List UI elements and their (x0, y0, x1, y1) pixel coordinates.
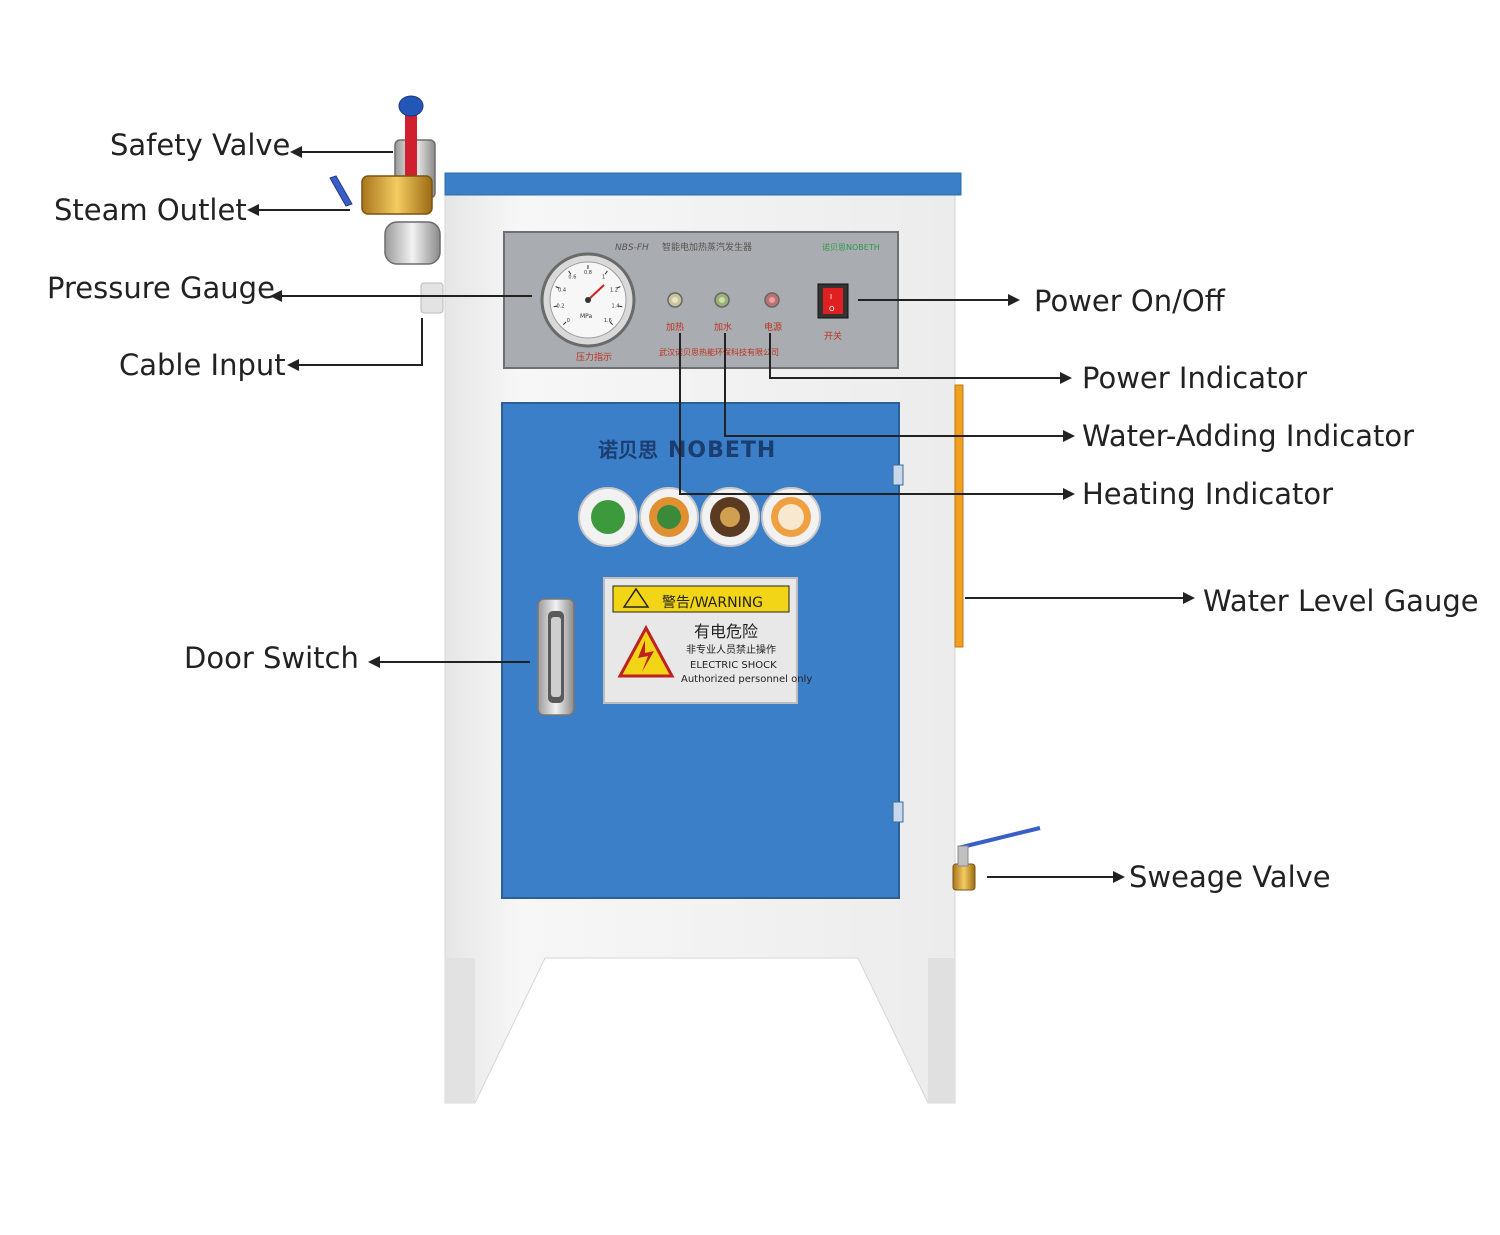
warning-line-en2: Authorized personnel only (681, 674, 812, 685)
warning-line-cn: 非专业人员禁止操作 (686, 643, 776, 656)
leader-lines (247, 146, 1195, 883)
gauge-number: 0.2 (557, 304, 565, 310)
arrow-power-indicator (769, 333, 1072, 384)
gauge-tick (618, 305, 623, 308)
gauge-number: 1 (602, 275, 605, 281)
gauge-tick (555, 286, 560, 289)
indicator-label-water: 加水 (714, 321, 732, 333)
power-switch: I O 开关 (817, 283, 849, 342)
panel-model: NBS-FH (615, 243, 649, 253)
indicator-lamps: 加热 加水 电源 (666, 292, 782, 333)
label-steam-outlet: Steam Outlet (54, 193, 247, 227)
valve-assembly (329, 95, 444, 314)
label-pressure-gauge: Pressure Gauge (47, 271, 275, 305)
drain-valve (952, 826, 1041, 891)
gauge-number: 0.4 (558, 287, 566, 293)
door-handle (537, 598, 575, 716)
label-safety-valve: Safety Valve (110, 128, 291, 162)
gauge-number: 1.2 (610, 287, 618, 293)
gauge-tick (604, 270, 608, 275)
indicator-label-heating: 加热 (666, 321, 684, 333)
panel-title: 智能电加热蒸汽发生器 (662, 241, 752, 253)
label-door-switch: Door Switch (184, 641, 359, 675)
switch-caption: 开关 (824, 330, 842, 342)
warning-line-en1: ELECTRIC SHOCK (690, 660, 777, 671)
arrow-cable-input (287, 318, 423, 371)
panel-brand-small: 诺贝思NOBETH (822, 242, 880, 252)
gauge-tick (562, 321, 567, 326)
gauge-caption: 压力指示 (576, 351, 612, 363)
gauge-number: 0.8 (584, 270, 592, 276)
water-level-gauge (954, 384, 964, 648)
brand-cn: 诺贝思 (598, 438, 658, 462)
switch-symbol-on: I (830, 293, 832, 301)
warning-header: 警告/WARNING (662, 595, 763, 611)
arrow-heating-indicator (679, 333, 1075, 500)
indicator-label-power: 电源 (764, 321, 782, 333)
label-water-adding-indicator: Water-Adding Indicator (1082, 419, 1415, 453)
pressure-gauge: 0 0.2 0.40.6 0.8 1 1.2 1.4 1.6 MPa 压力指示 (540, 252, 636, 363)
panel-footer: 武汉诺贝思热能环保科技有限公司 (659, 347, 779, 357)
label-sweage-valve: Sweage Valve (1129, 860, 1331, 894)
gauge-number: 0 (567, 318, 570, 324)
gauge-number: 0.6 (568, 275, 576, 281)
switch-symbol-off: O (829, 305, 835, 313)
arrow-water-adding-indicator (724, 333, 1075, 442)
label-water-level-gauge: Water Level Gauge (1203, 584, 1479, 618)
label-cable-input: Cable Input (119, 348, 286, 382)
brand-logo: NOBETH (668, 438, 776, 463)
warning-sign: 警告/WARNING 有电危险 非专业人员禁止操作 ELECTRIC SHOCK… (603, 577, 812, 704)
gauge-number: 1.4 (612, 304, 620, 310)
label-power-on-off: Power On/Off (1034, 284, 1225, 318)
gauge-tick (609, 321, 614, 326)
label-power-indicator: Power Indicator (1082, 361, 1308, 395)
gauge-tick (616, 286, 621, 289)
label-heating-indicator: Heating Indicator (1082, 477, 1334, 511)
gauge-unit: MPa (580, 313, 593, 320)
gauge-tick (553, 305, 558, 308)
gauge-number: 1.6 (604, 318, 612, 324)
certification-badges (578, 487, 821, 547)
warning-title: 有电危险 (694, 622, 758, 641)
gauge-tick (568, 270, 572, 275)
